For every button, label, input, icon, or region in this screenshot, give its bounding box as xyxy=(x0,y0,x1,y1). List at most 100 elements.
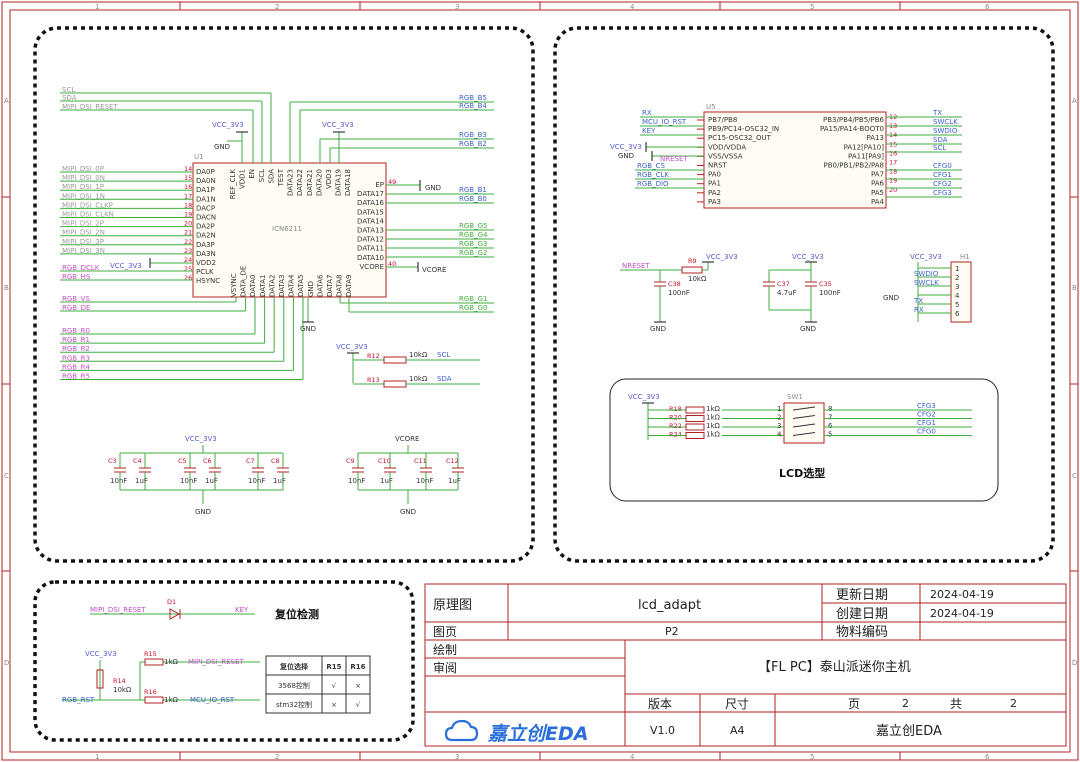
tb-label-drawn: 绘制 xyxy=(433,642,457,657)
cap-ref: C4 xyxy=(133,457,142,465)
sw-resistor-ref: R24 xyxy=(669,431,682,439)
u5-right-pin: PA7 xyxy=(871,171,884,179)
r12-ref: R12 xyxy=(367,352,380,360)
r16-net: MCU_IO_RST xyxy=(190,696,235,704)
vcore-net-label: VCORE xyxy=(422,266,446,274)
col-mark-top: 1 xyxy=(95,3,99,11)
u1-right-pin: DATA12 xyxy=(357,236,384,244)
table-cell: √ xyxy=(356,701,361,709)
u5-right-net: SCL xyxy=(933,144,946,152)
rgb-ctl-net: RGB_HS xyxy=(62,273,91,281)
u1-left-pin: DA1N xyxy=(196,195,216,203)
u1-top-pin: REF_CLK xyxy=(229,169,237,200)
r14-symbol xyxy=(96,669,104,689)
h1-ref: H1 xyxy=(960,253,970,261)
u1-top-pin: DATA21 xyxy=(306,169,314,196)
cap-value: 1uF xyxy=(135,477,148,485)
row-mark-right: A xyxy=(1072,97,1077,105)
u1-left-pin: VDD2 xyxy=(196,259,216,267)
u1-right-pin: DATA16 xyxy=(357,199,384,207)
u1-top-pin: DATA20 xyxy=(315,169,323,196)
sw-vcc-label: VCC_3V3 xyxy=(628,393,660,401)
u5-right-net: TX xyxy=(932,109,942,117)
r12-vcc-label: VCC_3V3 xyxy=(336,343,368,351)
u5-left-pin: PB9/PC14-OSC32_IN xyxy=(708,125,779,133)
u5-pin-number: 16 xyxy=(889,149,897,157)
tb-pg: 2 xyxy=(902,697,909,710)
sw-resistor-ref: R18 xyxy=(669,405,682,413)
u1-bottom-pin: DATA2 xyxy=(268,275,276,298)
h1-pin-number: 3 xyxy=(955,283,959,291)
u1-left-pin: DA3N xyxy=(196,250,216,258)
tb-label-size: 尺寸 xyxy=(725,697,749,711)
col-mark-top: 3 xyxy=(455,3,459,11)
d1-key-net: KEY xyxy=(235,606,249,614)
lcd-select-title: LCD选型 xyxy=(779,466,825,480)
rgb-b-net: RGB_B1 xyxy=(459,186,487,194)
u5-right-pin: PA15/PA14-BOOT0 xyxy=(820,125,884,133)
u1-top-pin: SDA xyxy=(267,169,275,184)
col-mark-bottom: 5 xyxy=(810,753,814,761)
u5-right-pin: PA5 xyxy=(871,189,884,197)
u1-bottom-pin: DATA7 xyxy=(326,275,334,298)
mipi-net-label: MIPI_DSI_CLKP xyxy=(62,201,113,209)
h1-pin-number: 2 xyxy=(955,274,959,282)
u5-nreset-net: NRESET xyxy=(660,155,688,163)
u5-rgb-net: RGB_CLK xyxy=(637,171,669,179)
tb-sheet-name: lcd_adapt xyxy=(638,598,701,613)
tb-total: 2 xyxy=(1010,697,1017,710)
rgb-ctl-net: RGB_VS xyxy=(62,295,90,303)
u5-rgb-net: RGB_DIO xyxy=(637,180,669,188)
u1-left-pin: DA1P xyxy=(196,186,215,194)
nreset-net: NRESET xyxy=(622,262,650,270)
cap-ref: C6 xyxy=(203,457,212,465)
u5-left-pin: PA3 xyxy=(708,198,721,206)
u5-left-net: KEY xyxy=(642,127,656,135)
caps2-vcore-label: VCORE xyxy=(395,435,419,443)
tb-company: 嘉立创EDA xyxy=(876,724,942,739)
u5-left-net: RX xyxy=(642,109,652,117)
u5-right-net: CFG0 xyxy=(933,162,952,170)
u5-right-net: CFG1 xyxy=(933,171,952,179)
u1-top-pin: DATA19 xyxy=(335,169,343,196)
col-mark-top: 6 xyxy=(985,3,990,11)
rgb-r-net: RGB_R2 xyxy=(62,345,90,353)
u1-right-pin: DATA11 xyxy=(357,245,384,253)
u5-right-pin: PA12[PA10] xyxy=(844,143,885,151)
u1-top-pin: EN xyxy=(248,169,256,179)
tb-label-total: 共 xyxy=(950,697,962,711)
u1-pin-number: 40 xyxy=(388,260,396,268)
u1-top-pin: DATA18 xyxy=(344,169,352,196)
sw-resistor-symbol xyxy=(685,432,705,439)
h1-gnd-label: GND xyxy=(883,294,899,302)
mipi-net-label: MIPI_DSI_2P xyxy=(62,220,104,228)
u1-pin-number: 23 xyxy=(184,247,192,255)
sw-resistor-value: 1kΩ xyxy=(706,414,721,422)
sw-contact xyxy=(792,432,816,436)
right-block: U5 PB7/PB8PB9/PC14-OSC32_INPC15-OSC32_OU… xyxy=(610,103,972,480)
u1-name: ICN6211 xyxy=(272,225,302,233)
h1-pin-number: 1 xyxy=(955,265,959,273)
top-net-label: SCL xyxy=(62,86,75,94)
tb-created: 2024-04-19 xyxy=(930,607,994,620)
tb-label-updated: 更新日期 xyxy=(836,587,888,603)
table-cell: 3568控制 xyxy=(278,681,310,690)
cap-ref: C11 xyxy=(414,457,427,465)
mipi-net-label: MIPI_DSI_CLKN xyxy=(62,211,114,219)
u1-pin-number: 21 xyxy=(184,229,192,237)
ep-gnd-label: GND xyxy=(425,184,441,192)
u1-bottom-pin: VSYNC xyxy=(230,273,238,297)
u1-pin-number: 22 xyxy=(184,238,192,246)
cap-value: 1uF xyxy=(380,477,393,485)
r15-value: 1kΩ xyxy=(164,658,179,666)
u1-pin-number: 24 xyxy=(184,256,192,264)
d1-diode-symbol xyxy=(169,608,181,620)
cap-value: 1uF xyxy=(273,477,286,485)
r13-value: 10kΩ xyxy=(409,375,428,383)
rgb-b-net: RGB_B3 xyxy=(459,131,487,139)
rgb-r-net: RGB_R4 xyxy=(62,363,90,371)
sw-contact xyxy=(792,423,816,428)
sw-resistor-ref: R20 xyxy=(669,414,682,422)
